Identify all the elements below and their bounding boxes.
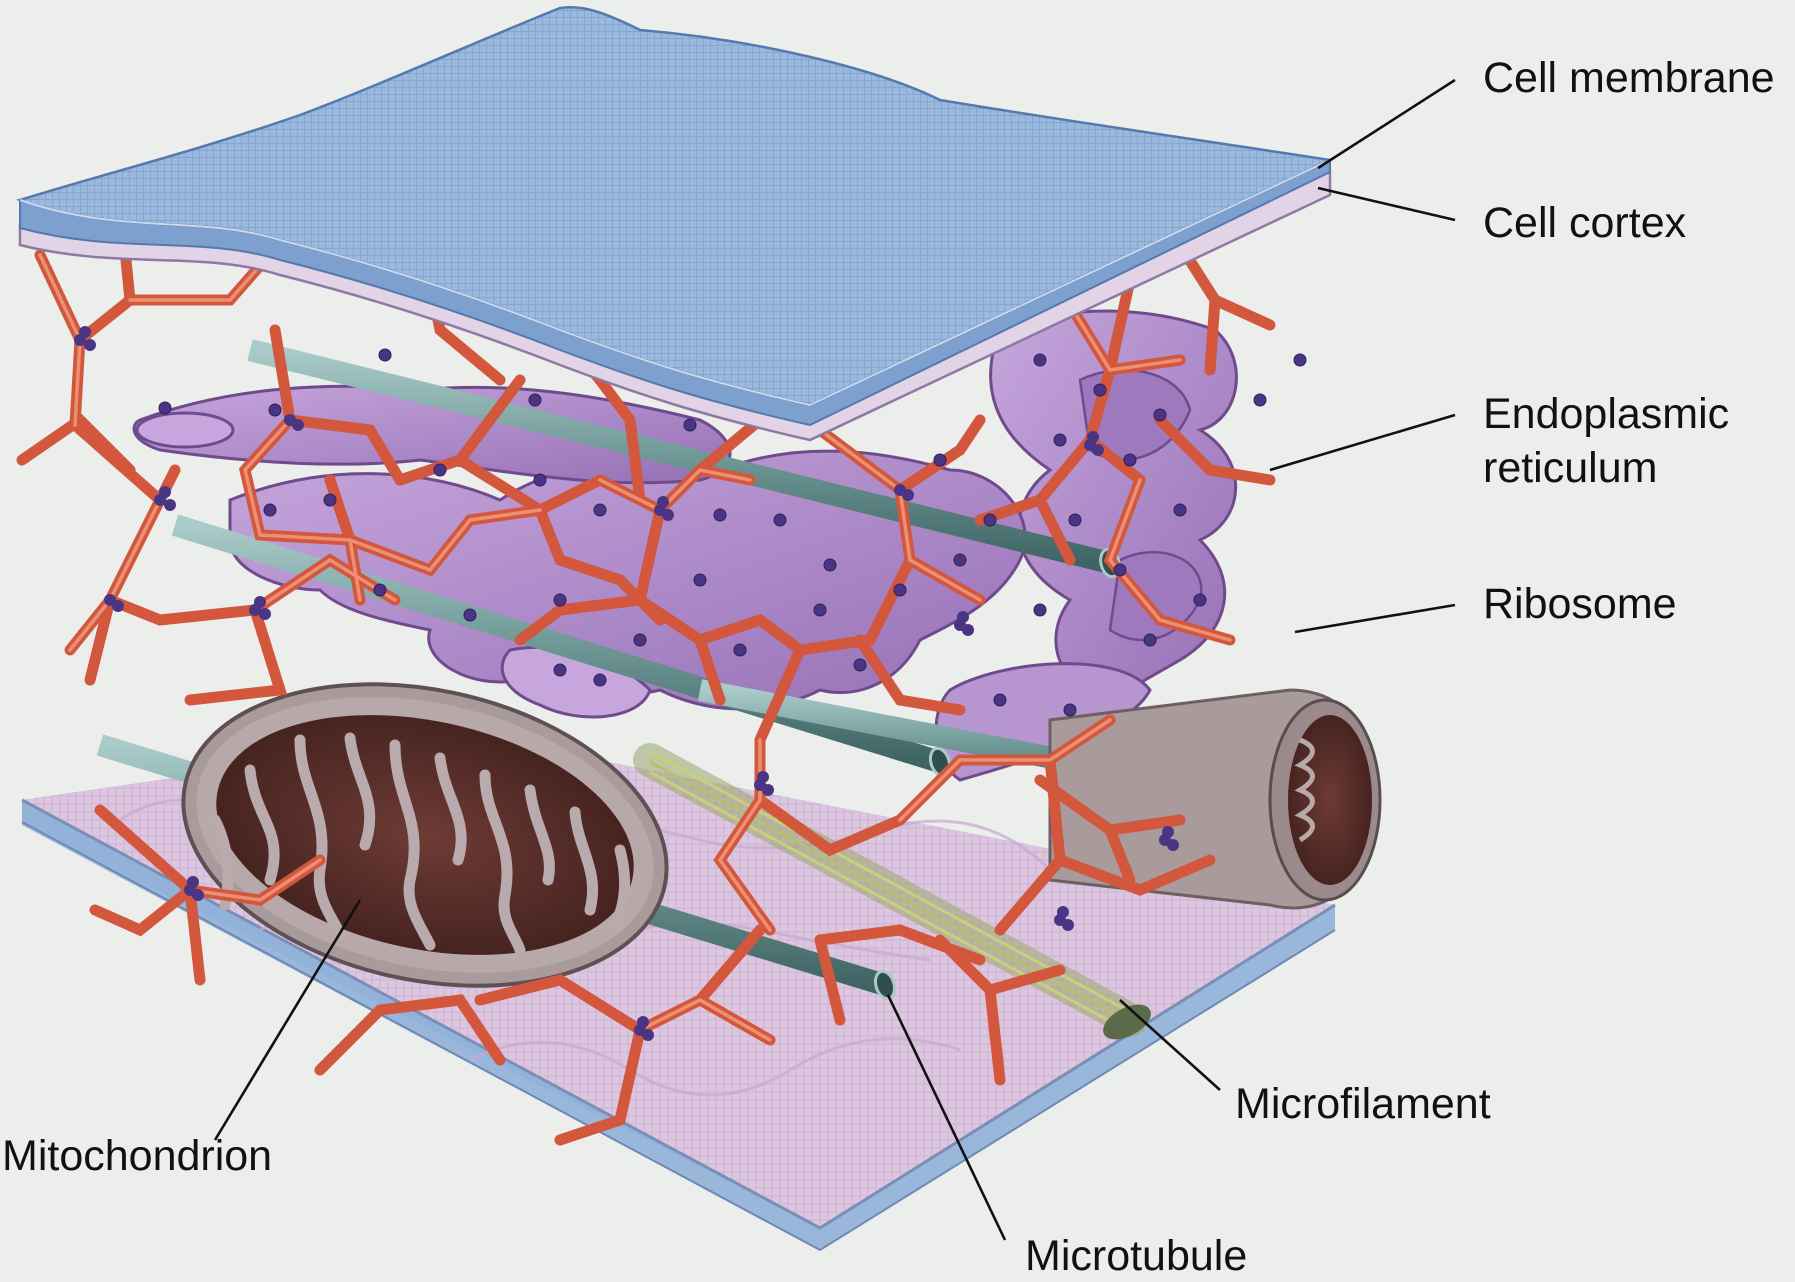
label-cell-membrane: Cell membrane — [1483, 54, 1775, 102]
label-microfilament: Microfilament — [1235, 1080, 1491, 1128]
label-ribosome: Ribosome — [1483, 580, 1677, 628]
label-endoplasmic: Endoplasmic — [1483, 390, 1729, 438]
label-cell-cortex: Cell cortex — [1483, 199, 1687, 247]
leader-ribosome — [1295, 605, 1455, 632]
leader-cell-membrane — [1318, 80, 1455, 168]
leader-cell-cortex — [1318, 188, 1455, 220]
label-microtubule: Microtubule — [1025, 1232, 1247, 1280]
label-reticulum: reticulum — [1483, 444, 1657, 492]
leader-endoplasmic-reticulum — [1270, 415, 1455, 470]
label-mitochondrion: Mitochondrion — [2, 1132, 272, 1180]
